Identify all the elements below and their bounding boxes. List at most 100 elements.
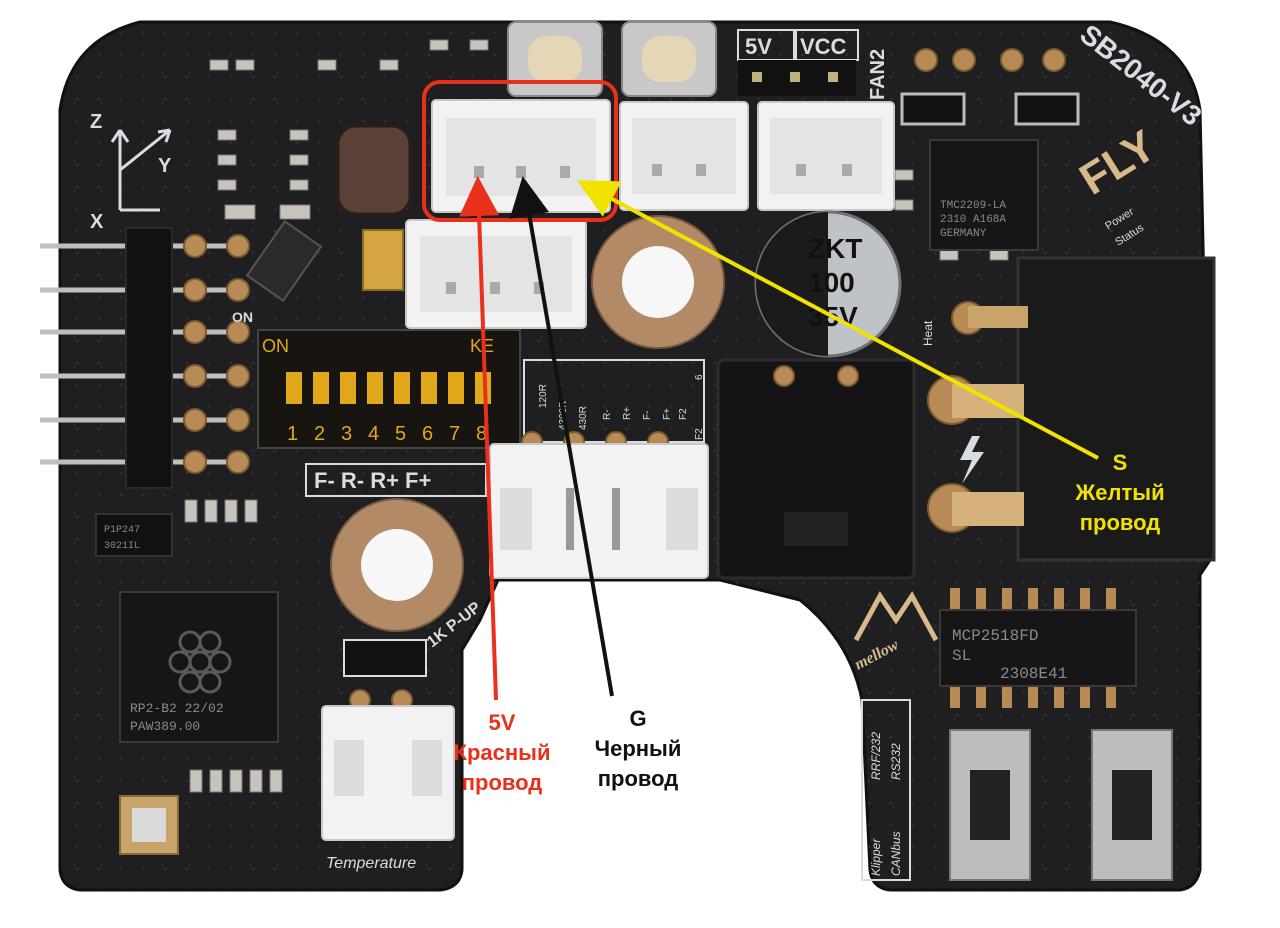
dip-number: 6 <box>422 423 433 445</box>
crystal-top <box>132 808 166 842</box>
mcu-chip-line2: PAW389.00 <box>130 719 200 734</box>
connector-2pin-a <box>619 101 749 211</box>
raspberry-logo-icon <box>168 630 232 694</box>
inductor <box>336 124 412 216</box>
mounting-hole-top <box>591 215 725 349</box>
tantalum-cap <box>362 229 404 291</box>
driver-chip-line2: 2310 A168A <box>940 214 1006 226</box>
callout-arrow-s <box>576 180 1099 460</box>
callout-label-g: G Черный провод <box>570 704 706 794</box>
power-connector-pins <box>927 301 1028 533</box>
mcu-chip-line1: RP2-B2 22/02 <box>130 701 224 716</box>
callout-s-line1: Желтый <box>1075 480 1165 505</box>
callout-5v-line2: провод <box>461 770 543 795</box>
probe-connector <box>716 358 916 580</box>
dip-switch <box>257 329 521 449</box>
res-table-cell: F- <box>642 411 653 420</box>
pin-label-frame <box>305 463 487 497</box>
driver-chip-line3: GERMANY <box>940 228 987 240</box>
small-chip-left <box>95 513 173 557</box>
dip-number: 8 <box>476 423 487 445</box>
callout-s-line2: провод <box>1079 510 1161 535</box>
slide-switch-left <box>949 729 1031 881</box>
dip-number: 4 <box>368 423 379 445</box>
mounting-hole-bottom <box>330 498 464 632</box>
axis-y-label: Y <box>158 155 172 177</box>
switch-label: RRF/232 <box>869 732 883 780</box>
sense-resistor-b <box>1014 92 1080 126</box>
slide-switch-right <box>1091 729 1173 881</box>
dip-number: 1 <box>287 423 298 445</box>
switch-label: CANbus <box>889 831 903 876</box>
axis-z-label: Z <box>90 111 102 133</box>
connector-3pin-highlighted <box>431 99 611 213</box>
header-fan2-label: FAN2 <box>867 49 889 100</box>
switch-label: RS232 <box>889 743 903 780</box>
can-chip-line1: MCP2518FD <box>952 627 1038 645</box>
on-silk-label: ON <box>232 309 253 325</box>
dip-on-label: ON <box>262 336 289 356</box>
pullup-jumper <box>343 639 427 677</box>
lightning-icon <box>960 436 984 484</box>
mellow-logo-icon <box>853 591 939 642</box>
callout-label-5v: 5V Красный провод <box>432 708 572 798</box>
callout-s-pin: S <box>1112 450 1128 475</box>
res-table-cell: F2 <box>694 428 705 440</box>
axis-x-label: X <box>90 211 104 233</box>
left-pin-header <box>40 227 250 489</box>
driver-chip-line1: TMC2209-LA <box>940 200 1006 212</box>
callout-g-line1: Черный <box>594 736 682 761</box>
can-chip <box>939 609 1137 687</box>
can-chip-pins <box>950 588 1116 708</box>
res-table-cell: 430R <box>578 406 589 430</box>
can-chip-line3: 2308E41 <box>1000 665 1067 683</box>
dip-number: 7 <box>449 423 460 445</box>
res-table-cell: 6 <box>694 374 705 380</box>
switch-label-frame <box>861 699 911 881</box>
dip-numbers: 1 2 3 4 5 6 7 8 <box>287 423 487 445</box>
callout-5v-pin: 5V <box>488 710 516 735</box>
driver-chip <box>929 139 1039 251</box>
connector-4pin-bottom <box>489 431 709 579</box>
electrolytic-capacitor <box>754 210 902 358</box>
heat-label: Heat <box>921 320 935 346</box>
header-5v-label: 5V <box>745 34 772 59</box>
sense-resistor-a <box>900 92 966 126</box>
dip-number: 3 <box>341 423 352 445</box>
res-table-cell: R- <box>602 409 613 420</box>
highlight-box <box>422 80 618 222</box>
temperature-label: Temperature <box>326 855 416 872</box>
res-table-cell: 120R <box>538 384 549 408</box>
callout-arrow-5v <box>459 176 500 701</box>
smd-components <box>184 39 1009 793</box>
tactile-buttons <box>507 21 717 97</box>
probe-connector-holes <box>773 365 859 387</box>
axis-silk <box>110 128 172 212</box>
fan-voltage-header <box>737 29 859 96</box>
can-chip-line2: SL <box>952 647 971 665</box>
top-right-holes <box>914 48 1066 72</box>
callout-label-s: S Желтый провод <box>1055 448 1185 538</box>
callout-g-line2: провод <box>597 766 679 791</box>
temperature-connector <box>321 689 455 841</box>
switch-label: Klipper <box>869 838 883 876</box>
callout-g-pin: G <box>629 706 647 731</box>
cap-text-1: ZKT <box>808 233 862 264</box>
small-chip-left-line2: 3021IL <box>104 541 140 552</box>
callout-5v-line1: Красный <box>453 740 551 765</box>
connector-2pin-b <box>757 101 895 211</box>
mcu-chip <box>119 591 279 743</box>
callout-arrow-g <box>509 176 614 697</box>
cap-text-2: 100 <box>808 267 855 298</box>
res-table-cell: R+ <box>622 407 633 420</box>
probe-connector-latch <box>784 512 848 546</box>
dip-number: 5 <box>395 423 406 445</box>
res-table-cell: F+ <box>662 408 673 420</box>
dip-number: 2 <box>314 423 325 445</box>
header-vcc-label: VCC <box>800 34 847 59</box>
pin-label-text: F- R- R+ F+ <box>314 468 431 493</box>
res-table-cell: F2 <box>678 408 689 420</box>
diode <box>245 219 323 303</box>
connector-3pin-mid <box>405 219 587 329</box>
